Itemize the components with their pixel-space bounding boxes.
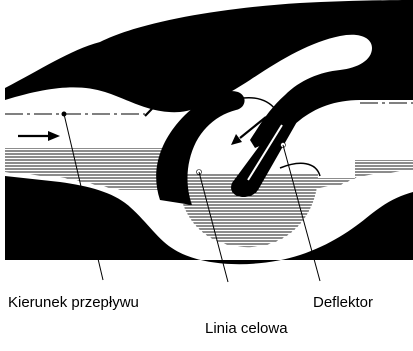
label-sight-line: Linia celowa <box>205 320 288 338</box>
upper-wall <box>5 0 413 148</box>
arrow-icon-inflow <box>18 131 60 141</box>
label-flow-direction: Kierunek przepływu <box>8 294 139 312</box>
label-deflector: Deflektor <box>313 294 373 312</box>
